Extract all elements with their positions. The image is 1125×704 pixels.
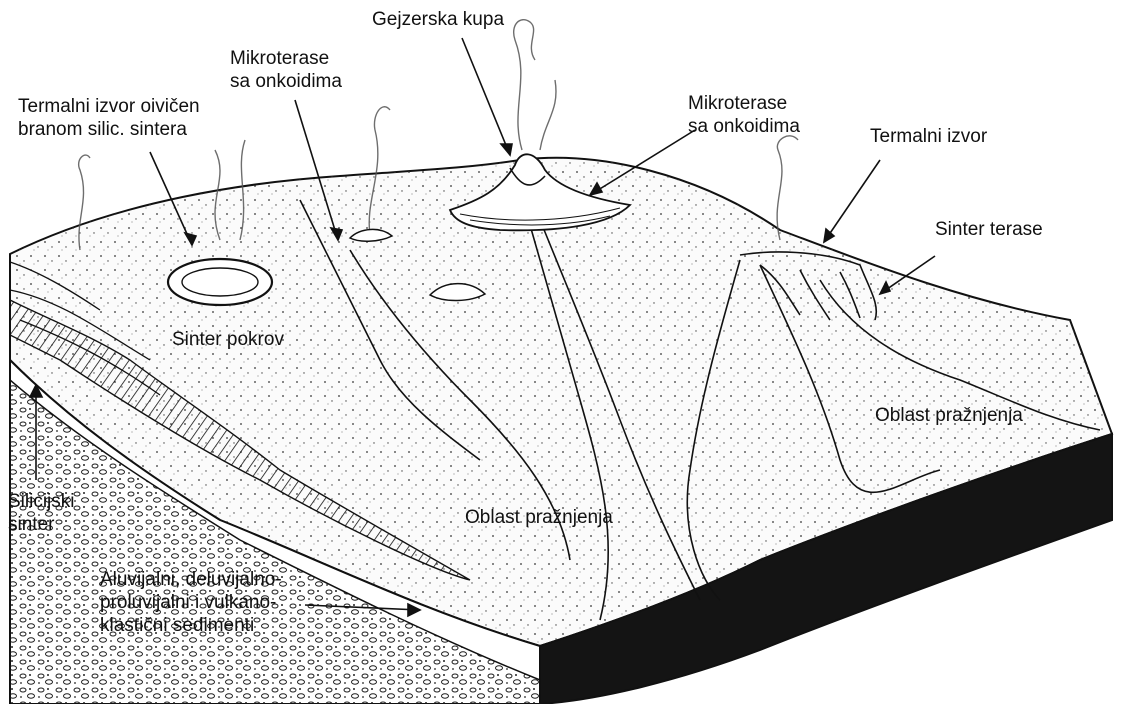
label-geyser-cone: Gejzerska kupa: [372, 8, 504, 31]
label-microterraces-left: Mikroterase sa onkoidima: [230, 47, 342, 93]
label-discharge-area-center: Oblast pražnjenja: [465, 506, 613, 529]
thermal-spring-dam: [168, 259, 272, 305]
label-sinter-cover: Sinter pokrov: [172, 328, 284, 351]
label-thermal-spring: Termalni izvor: [870, 125, 987, 148]
label-discharge-area-right: Oblast pražnjenja: [875, 404, 1023, 427]
label-siliceous-sinter: Silicijski sinter: [8, 490, 75, 536]
label-sediments: Aluvijalni, deluvijalno- proluvijalni i …: [100, 568, 282, 637]
label-microterraces-right: Mikroterase sa onkoidima: [688, 92, 800, 138]
label-sinter-terraces: Sinter terase: [935, 218, 1043, 241]
label-thermal-spring-dam: Termalni izvor oivičen branom silic. sin…: [18, 95, 200, 141]
